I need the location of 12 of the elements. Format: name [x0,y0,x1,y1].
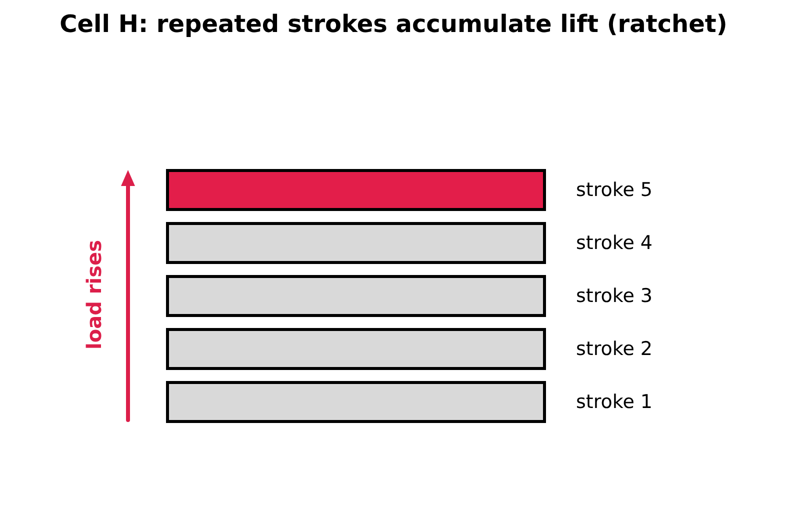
bar-label: stroke 5 [576,178,653,202]
stroke-bar [166,222,546,264]
bar-label: stroke 2 [576,337,653,361]
stroke-bar [166,381,546,423]
bar-label: stroke 3 [576,284,653,308]
stroke-bar [166,275,546,317]
axis-label: load rises [82,240,106,350]
stroke-bar [166,169,546,211]
bar-label: stroke 1 [576,390,653,414]
stroke-bar [166,328,546,370]
bar-label: stroke 4 [576,231,653,255]
title: Cell H: repeated strokes accumulate lift (ratchet) [58,10,728,38]
